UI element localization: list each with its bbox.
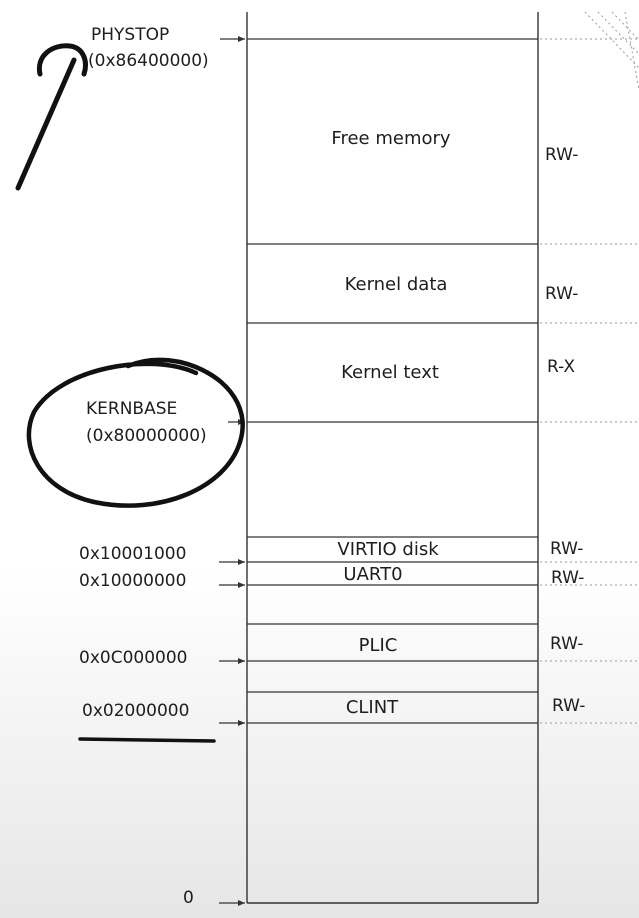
region-free-memory: Free memory	[331, 128, 451, 149]
kernbase-label: KERNBASE	[86, 399, 178, 419]
handwritten-pointer-mark	[15, 43, 88, 191]
handwritten-underline-mark	[78, 737, 216, 743]
region-plic: PLIC	[358, 635, 398, 656]
perm-kernel-data: RW-	[545, 284, 579, 304]
perm-free-memory: RW-	[545, 145, 579, 165]
plic-address: 0x0C000000	[79, 648, 188, 668]
zero-address: 0	[183, 888, 194, 908]
perm-clint: RW-	[552, 696, 586, 716]
handwritten-circle-mark	[26, 357, 245, 508]
perm-uart0: RW-	[551, 568, 585, 588]
dotted-guides	[540, 11, 639, 724]
kernbase-address: (0x80000000)	[86, 426, 207, 446]
region-clint: CLINT	[345, 697, 399, 718]
region-uart0: UART0	[343, 564, 403, 585]
region-dividers	[247, 38, 538, 724]
phystop-address: (0x86400000)	[88, 51, 209, 71]
memory-column	[246, 12, 539, 904]
phystop-label: PHYSTOP	[91, 25, 170, 45]
uart0-address: 0x10000000	[79, 571, 187, 591]
perm-kernel-text: R-X	[547, 357, 576, 377]
region-kernel-text: Kernel text	[341, 362, 439, 383]
address-arrows	[219, 36, 245, 906]
handwritten-annotations	[15, 43, 245, 743]
perm-virtio-disk: RW-	[550, 539, 584, 559]
perm-plic: RW-	[550, 634, 584, 654]
virtio-address: 0x10001000	[79, 544, 187, 564]
region-virtio-disk: VIRTIO disk	[337, 539, 439, 560]
region-kernel-data: Kernel data	[344, 274, 448, 295]
clint-address: 0x02000000	[82, 701, 190, 721]
